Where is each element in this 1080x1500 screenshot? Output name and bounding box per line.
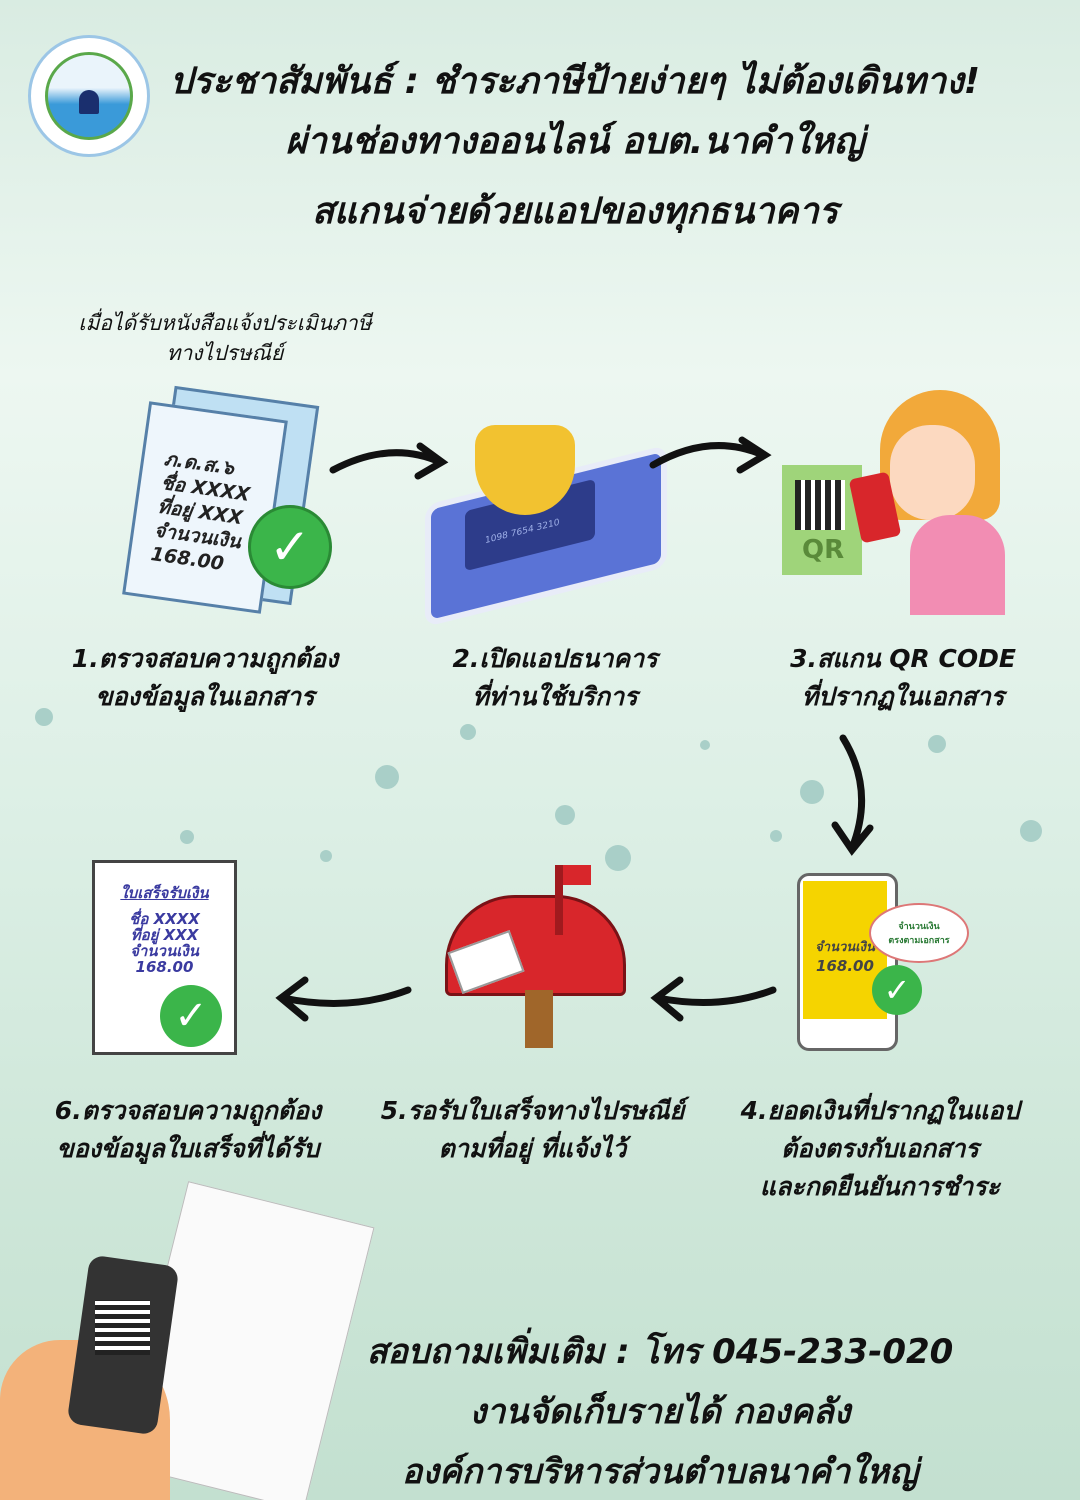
step-1-line: 1.ตรวจสอบความถูกต้อง (71, 644, 339, 673)
step-1-label: 1.ตรวจสอบความถูกต้อง ของข้อมูลในเอกสาร (35, 640, 375, 716)
scan-qr-person-image: QR (780, 385, 1005, 615)
doc-line: 168.00 (135, 958, 194, 976)
step-6-line: 6.ตรวจสอบความถูกต้อง (54, 1096, 322, 1125)
step-2-line: 2.เปิดแอปธนาคาร (452, 644, 658, 673)
step-4-line: และกดยืนยันการชำระ (759, 1172, 1001, 1201)
check-icon: ✓ (160, 985, 222, 1047)
step-5-label: 5.รอรับใบเสร็จทางไปรษณีย์ ตามที่อยู่ ที่… (355, 1092, 710, 1168)
hand-scanning-bill-image (0, 1181, 375, 1500)
step-3-label: 3.สแกน QR CODE ที่ปรากฏในเอกสาร (733, 640, 1073, 716)
contact-department: งานจัดเก็บรายได้ กองคลัง (469, 1392, 851, 1432)
arrow-left-icon (650, 976, 777, 1022)
step-1-line: ของข้อมูลในเอกสาร (95, 682, 315, 711)
step-5-line: ตามที่อยู่ ที่แจ้งไว้ (438, 1134, 627, 1163)
note: เมื่อได้รับหนังสือแจ้งประเมินภาษี ทางไปร… (50, 308, 400, 368)
doc-line: ชื่อ XXXX (129, 910, 200, 928)
contact-organization: องค์การบริหารส่วนตำบลนาคำใหญ่ (401, 1452, 919, 1492)
check-icon: ✓ (872, 965, 922, 1015)
payment-confirm-phone-image: จำนวนเงิน 168.00 จำนวนเงิน ตรงตามเอกสาร … (797, 873, 977, 1051)
banking-app-phone-image: 1098 7654 3210 (415, 415, 667, 628)
qr-label: QR (802, 535, 845, 565)
speech-bubble: จำนวนเงิน ตรงตามเอกสาร (869, 903, 969, 963)
doc-line: ใบเสร็จรับเงิน (120, 884, 209, 902)
step-3-line: ที่ปรากฏในเอกสาร (801, 682, 1005, 711)
bubble-line: ตรงตามเอกสาร (888, 936, 950, 946)
shield-icon (475, 425, 575, 515)
step-6-label: 6.ตรวจสอบความถูกต้อง ของข้อมูลใบเสร็จที่… (18, 1092, 358, 1168)
contact-phone: สอบถามเพิ่มเติม : โทร 045-233-020 (366, 1332, 954, 1372)
doc-line: จำนวนเงิน (130, 942, 199, 960)
amount-value: 168.00 (816, 957, 874, 975)
logo (28, 35, 150, 157)
arrow-right-icon (329, 442, 449, 480)
qr-code-icon (95, 1300, 150, 1355)
qr-code-icon (795, 480, 845, 530)
arrow-right-icon (649, 436, 772, 474)
step-5-line: 5.รอรับใบเสร็จทางไปรษณีย์ (380, 1096, 685, 1125)
title-line-2: ผ่านช่องทางออนไลน์ อบต.นาคำใหญ่ (285, 121, 865, 162)
step-2-line: ที่ท่านใช้บริการ (472, 682, 638, 711)
note-line-1: เมื่อได้รับหนังสือแจ้งประเมินภาษี (78, 311, 372, 335)
tax-notice-document-image: ภ.ด.ส.๖ ชื่อ XXXX ที่อยู่ XXX จำนวนเงิน … (120, 385, 332, 614)
step-6-line: ของข้อมูลใบเสร็จที่ได้รับ (56, 1134, 320, 1163)
check-icon: ✓ (248, 505, 332, 589)
bubble-line: จำนวนเงิน (898, 922, 940, 932)
note-line-2: ทางไปรษณีย์ (166, 341, 284, 365)
step-3-line: 3.สแกน QR CODE (790, 644, 1016, 673)
receipt-document-image: ใบเสร็จรับเงิน ชื่อ XXXX ที่อยู่ XXX จำน… (92, 860, 237, 1055)
mailbox-image (445, 865, 626, 1050)
step-2-label: 2.เปิดแอปธนาคาร ที่ท่านใช้บริการ (385, 640, 725, 716)
arrow-left-icon (275, 976, 412, 1022)
flow-arrows (275, 436, 874, 1022)
step-4-label: 4.ยอดเงินที่ปรากฏในแอป ต้องตรงกับเอกสาร … (710, 1092, 1050, 1206)
doc-line: ที่อยู่ XXX (130, 926, 199, 944)
step-4-line: 4.ยอดเงินที่ปรากฏในแอป (740, 1096, 1020, 1125)
amount-label: จำนวนเงิน (815, 940, 875, 955)
step-4-line: ต้องตรงกับเอกสาร (781, 1134, 979, 1163)
arrow-down-icon (831, 734, 874, 856)
title-line-1: ประชาสัมพันธ์ : ชำระภาษีป้ายง่ายๆ ไม่ต้อ… (169, 61, 981, 102)
title-line-3: สแกนจ่ายด้วยแอปของทุกธนาคาร (311, 191, 839, 232)
